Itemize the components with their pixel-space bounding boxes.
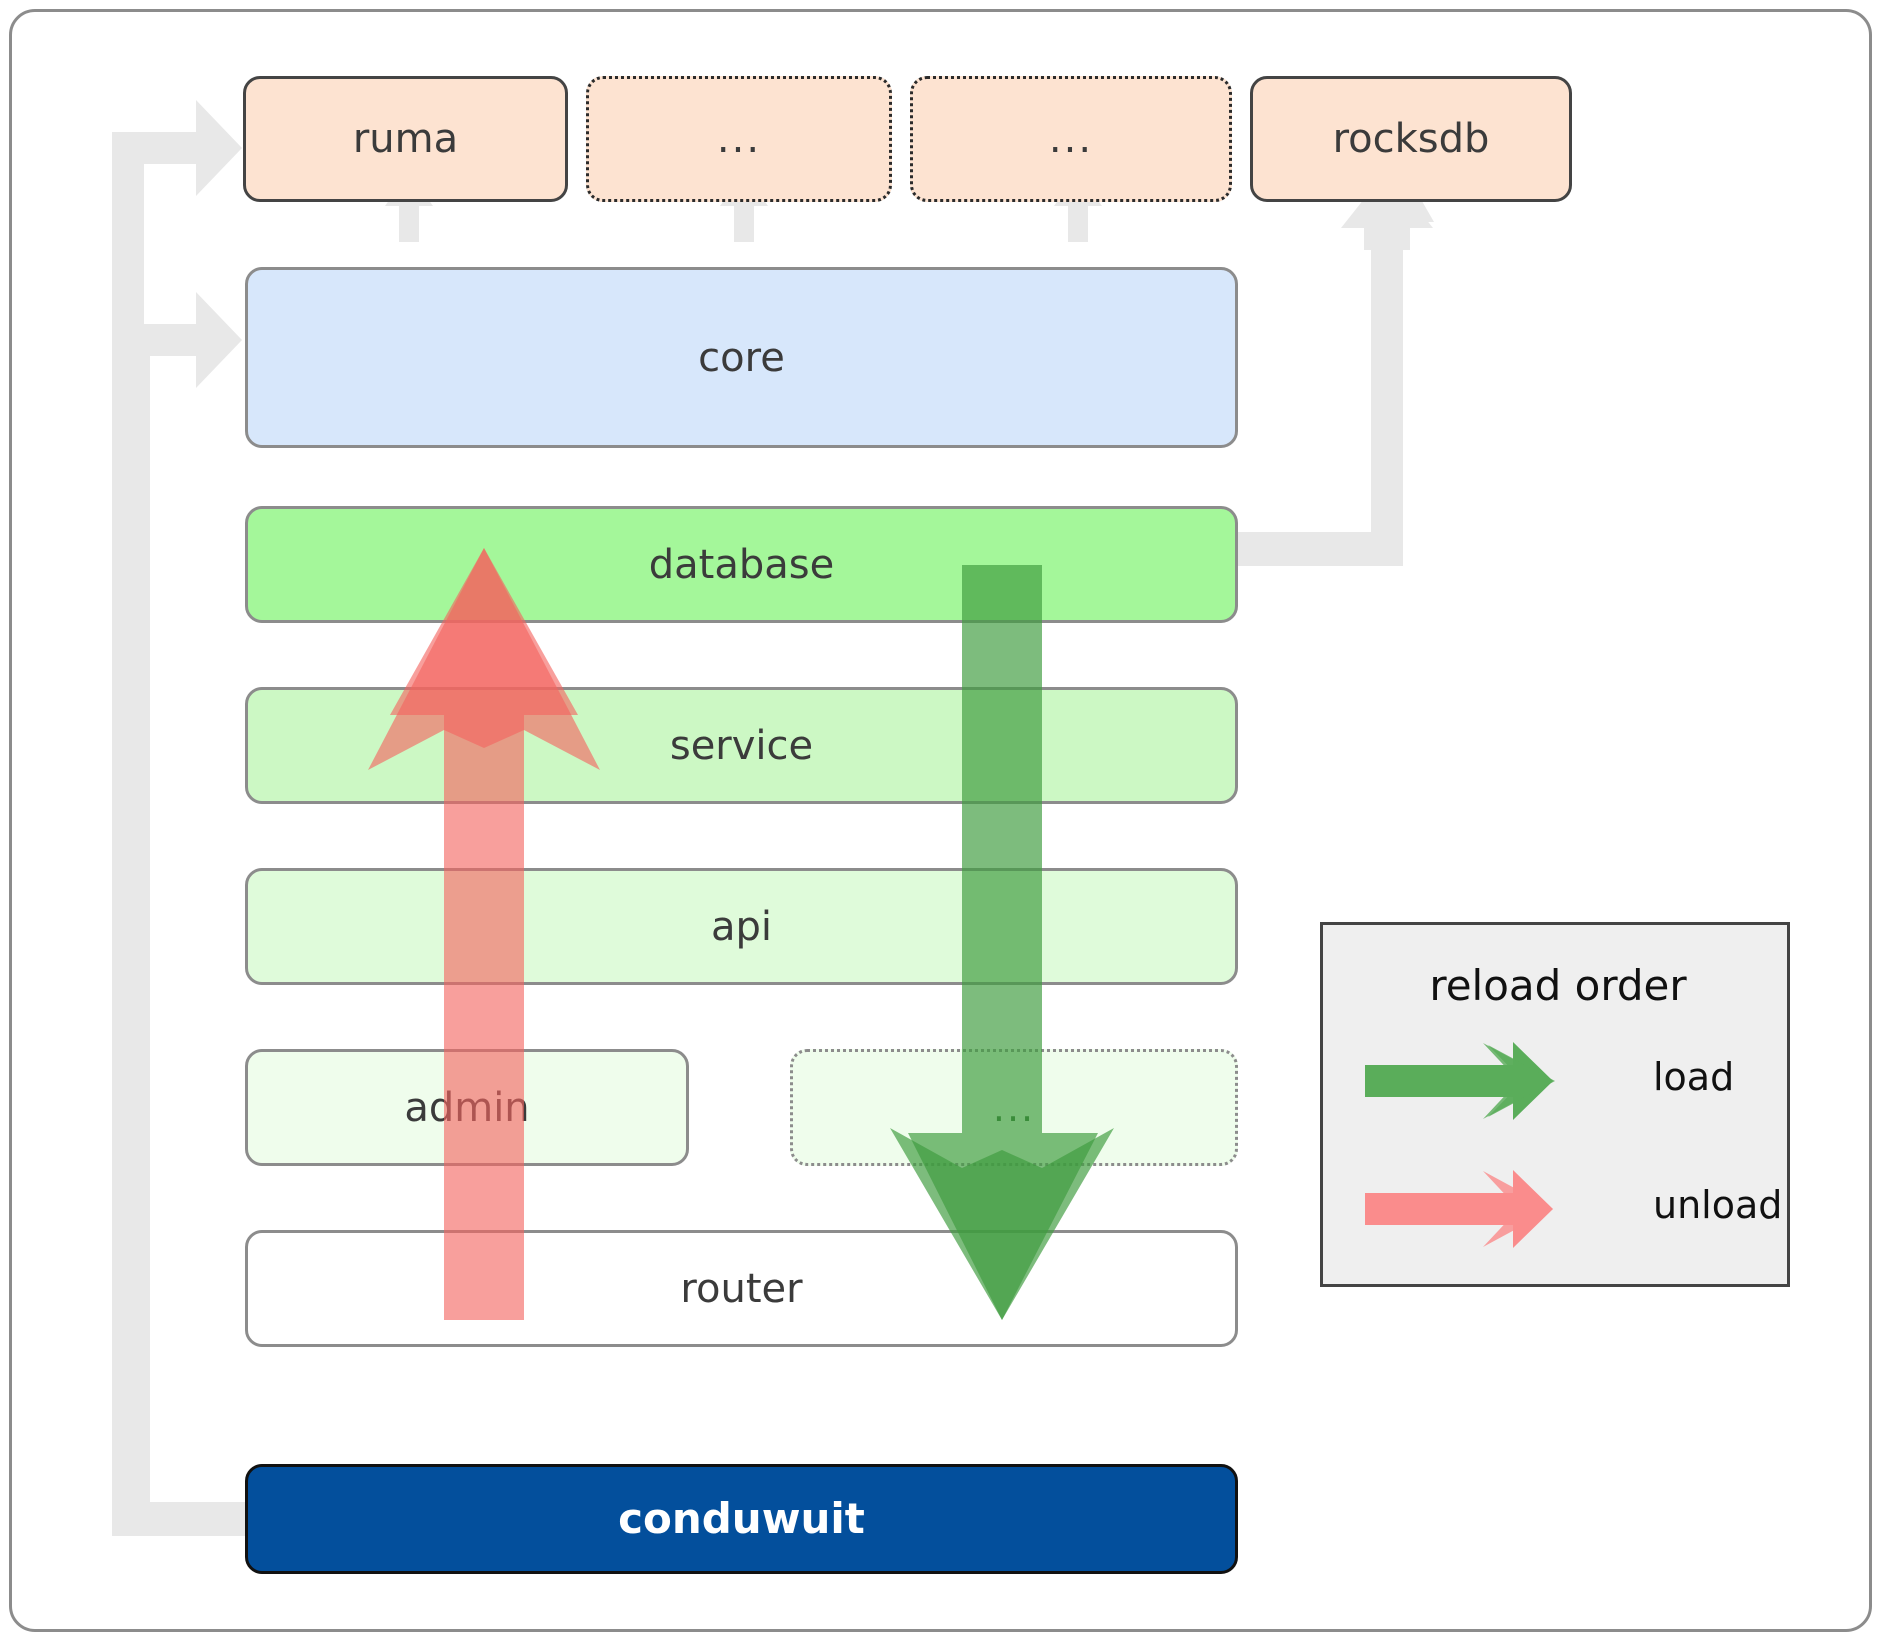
crate-ellipsis-1-label: ... <box>716 116 762 162</box>
crate-ellipsis-1[interactable]: ... <box>586 76 892 202</box>
layer-database[interactable]: database <box>245 506 1238 623</box>
diagram-frame <box>9 9 1872 1632</box>
legend-unload-arrow <box>1365 1170 1553 1248</box>
layer-api-label: api <box>710 903 772 950</box>
layer-ellipsis[interactable]: ... <box>790 1049 1238 1166</box>
layer-admin[interactable]: admin <box>245 1049 689 1166</box>
layer-core[interactable]: core <box>245 267 1238 448</box>
layer-core-label: core <box>698 334 785 381</box>
layer-service-label: service <box>669 722 814 769</box>
crate-rocksdb[interactable]: rocksdb <box>1250 76 1572 202</box>
crate-ellipsis-2-label: ... <box>1048 116 1094 162</box>
layer-api[interactable]: api <box>245 868 1238 985</box>
node-conduwuit-label: conduwuit <box>618 1494 865 1543</box>
legend-title: reload order <box>1429 961 1687 1010</box>
crate-rocksdb-label: rocksdb <box>1332 116 1490 162</box>
layer-admin-label: admin <box>404 1084 530 1131</box>
layer-ellipsis-label: ... <box>992 1085 1036 1130</box>
layer-service[interactable]: service <box>245 687 1238 804</box>
crate-ellipsis-2[interactable]: ... <box>910 76 1232 202</box>
layer-router-label: router <box>680 1265 803 1312</box>
legend-unload-label: unload <box>1653 1183 1783 1227</box>
node-conduwuit[interactable]: conduwuit <box>245 1464 1238 1574</box>
legend-box: reload order load unload <box>1320 922 1790 1287</box>
legend-load-arrow <box>1365 1042 1555 1120</box>
layer-router[interactable]: router <box>245 1230 1238 1347</box>
legend-arrows <box>1365 1042 1555 1248</box>
crate-ruma[interactable]: ruma <box>243 76 568 202</box>
legend-load-label: load <box>1653 1055 1735 1099</box>
crate-ruma-label: ruma <box>352 116 459 162</box>
layer-database-label: database <box>648 541 835 588</box>
